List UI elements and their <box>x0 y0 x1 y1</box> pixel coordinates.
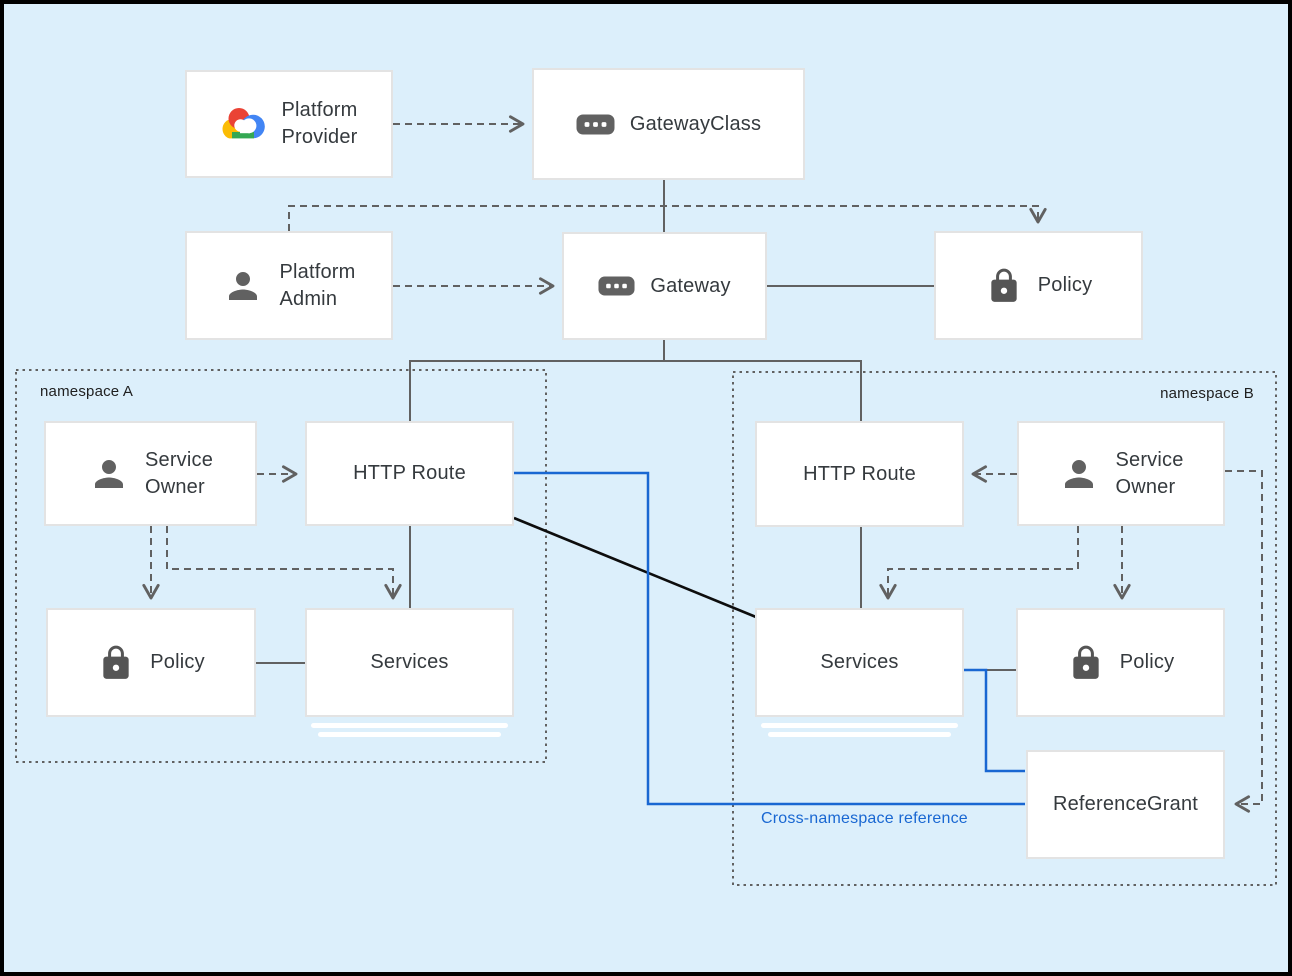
node-policy-b: Policy <box>1016 608 1225 717</box>
person-icon <box>88 453 130 495</box>
edge-routea-referencegrant-blue <box>514 471 1025 806</box>
namespace-b-boundary <box>732 371 1277 886</box>
person-icon <box>1058 453 1100 495</box>
edge-servicesb-referencegrant-blue <box>963 668 1025 773</box>
node-label: Services <box>820 651 899 673</box>
node-service-owner-a: Service Owner <box>44 421 257 526</box>
node-label: Services <box>370 651 449 673</box>
node-platform-provider: Platform Provider <box>185 70 393 178</box>
lock-icon <box>1067 643 1105 683</box>
node-label: HTTP Route <box>803 462 916 485</box>
node-label: ReferenceGrant <box>1052 793 1199 815</box>
node-platform-admin: Platform Admin <box>185 231 393 340</box>
google-cloud-logo-icon <box>220 105 267 143</box>
node-gateway-class: GatewayClass <box>532 68 805 180</box>
services-b-stack-line <box>768 732 951 737</box>
connector-layer <box>15 115 1277 886</box>
lock-icon <box>985 266 1023 306</box>
node-label: Platform Admin <box>279 260 356 310</box>
resource-icon <box>598 276 635 296</box>
namespace-b-label: namespace B <box>1160 385 1254 402</box>
arrow-ownerb-servicesb <box>879 526 1079 600</box>
services-a-stack-line <box>311 723 508 728</box>
node-reference-grant: ReferenceGrant <box>1026 750 1225 859</box>
cross-namespace-reference-label: Cross-namespace reference <box>761 810 968 827</box>
node-label: GatewayClass <box>629 112 762 135</box>
node-label: Service Owner <box>144 448 214 498</box>
node-policy-a: Policy <box>46 608 256 717</box>
person-icon <box>222 265 264 307</box>
arrow-ownera-servicesa <box>166 526 402 600</box>
arrow-admin-policy <box>288 205 1047 231</box>
node-service-owner-b: Service Owner <box>1017 421 1225 526</box>
node-policy-root: Policy <box>934 231 1143 340</box>
node-services-b: Services <box>755 608 964 717</box>
node-label: Policy <box>1119 651 1175 673</box>
lock-icon <box>97 643 135 683</box>
services-b-stack-line <box>761 723 958 728</box>
node-label: Service Owner <box>1115 448 1184 498</box>
namespace-a-label: namespace A <box>40 383 134 400</box>
node-label: Policy <box>1037 274 1093 296</box>
node-http-route-a: HTTP Route <box>305 421 514 526</box>
node-http-route-b: HTTP Route <box>755 421 964 527</box>
node-services-a: Services <box>305 608 514 717</box>
services-a-stack-line <box>318 732 501 737</box>
edge-gateway-routes-split <box>409 360 862 421</box>
node-label: Platform Provider <box>281 99 358 148</box>
node-label: Gateway <box>650 274 731 297</box>
node-label: Policy <box>150 651 205 673</box>
node-label: HTTP Route <box>353 462 466 484</box>
arrow-ownerb-referencegrant <box>1225 470 1263 813</box>
node-gateway: Gateway <box>562 232 767 340</box>
edge-routea-servicesb-black <box>513 516 757 619</box>
resource-icon <box>576 114 615 135</box>
